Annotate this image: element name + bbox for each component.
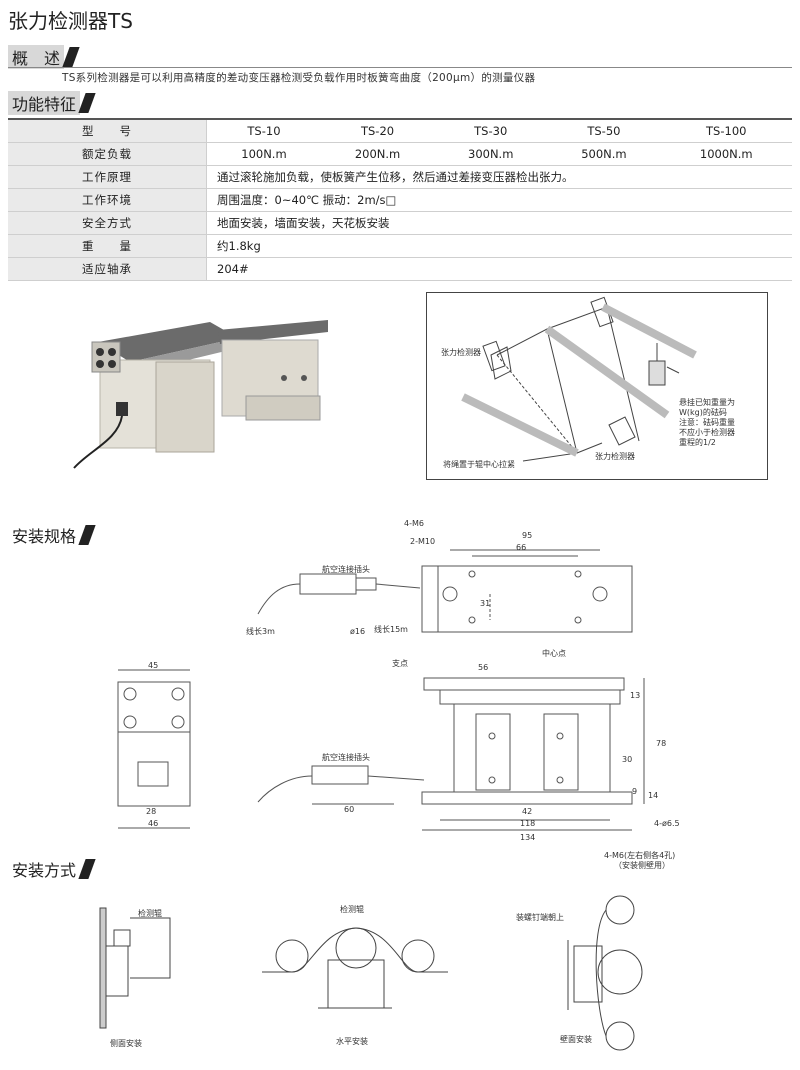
table-row: 适应轴承 204# [8, 257, 792, 281]
table-header-cell: 型 号 [8, 118, 207, 143]
product-photo [73, 320, 328, 469]
table-value-cell: 约1.8kg [206, 234, 792, 258]
table-value-cell: 204# [206, 257, 792, 281]
dim-95: 95 [522, 531, 532, 540]
table-row: 安全方式 地面安装，墙面安装，天花板安装 [8, 211, 792, 235]
dim-30: 30 [622, 755, 632, 764]
table-header-cell: 工作环境 [8, 188, 207, 212]
m6-note: 4-M6(左右侧各4孔) [604, 850, 675, 860]
table-header-cell: 安全方式 [8, 211, 207, 235]
table-header-cell: 额定负载 [8, 142, 207, 166]
horiz-caption: 水平安装 [336, 1036, 368, 1046]
dim-56: 56 [478, 663, 488, 672]
section-install-spec-header: 安装规格 [8, 524, 96, 546]
table-value-cell: 地面安装，墙面安装，天花板安装 [206, 211, 792, 235]
plug-label-front: 航空连接插头 [322, 752, 370, 762]
wall-caption: 壁面安装 [560, 1034, 592, 1044]
section-overview-label: 概 述 [8, 45, 65, 69]
section-marker-icon [62, 47, 80, 67]
detector-label-top: 张力检测器 [441, 347, 481, 357]
plug-label-top: 航空连接插头 [322, 564, 370, 574]
center-point: 中心点 [542, 648, 566, 658]
section-features-label: 功能特征 [8, 91, 81, 115]
holes-note: 4-ø6.5 [654, 819, 680, 828]
weight-note-2: W(kg)的砝码 [679, 407, 727, 417]
support-point: 支点 [392, 658, 408, 668]
dim-4m6: 4-M6 [404, 519, 424, 528]
load-cell: 100N.m [206, 142, 321, 166]
section-overview-header: 概 述 [8, 45, 80, 69]
dim-2m10: 2-M10 [410, 537, 435, 546]
installation-drawings: 检测辊 侧面安装 检测辊 水平安装 装螺钉端朝上 壁面安装 [99, 895, 643, 1051]
weight-note-1: 悬挂已知重量为 [679, 397, 735, 407]
section-install-method-label: 安装方式 [12, 861, 77, 880]
load-cell: 200N.m [320, 142, 435, 166]
detector-label-bottom: 张力检测器 [595, 451, 635, 461]
weight-note-3: 注意：砝码重量 [679, 417, 735, 427]
section-features-header: 功能特征 [8, 91, 96, 115]
dim-78: 78 [656, 739, 666, 748]
dim-60: 60 [344, 805, 354, 814]
dim-14: 14 [648, 791, 658, 800]
dim-66: 66 [516, 543, 526, 552]
table-row: 型 号 TS-10 TS-20 TS-30 TS-50 TS-100 [8, 118, 792, 143]
model-cell: TS-50 [547, 118, 661, 143]
load-cell: 500N.m [547, 142, 661, 166]
weight-note-5: 重程的1/2 [679, 437, 716, 447]
cable-3m: 线长3m [246, 626, 275, 636]
table-row: 工作原理 通过滚轮施加负载，使板簧产生位移，然后通过差接变压器检出张力。 [8, 165, 792, 189]
side-caption: 侧面安装 [110, 1038, 142, 1048]
dim-45: 45 [148, 661, 158, 670]
dim-9: 9 [632, 787, 637, 796]
cable-15m: 线长15m [374, 624, 408, 634]
table-row: 工作环境 周围温度：0~40℃ 振动：2m/s□ [8, 188, 792, 212]
section-install-method-header: 安装方式 [8, 858, 96, 880]
load-cell: 300N.m [434, 142, 548, 166]
model-cell: TS-10 [206, 118, 321, 143]
side-roll-label: 检测辊 [138, 908, 162, 918]
model-cell: TS-100 [660, 118, 792, 143]
section-install-spec-label: 安装规格 [12, 527, 77, 546]
table-header-cell: 重 量 [8, 234, 207, 258]
horiz-roll-label: 检测辊 [340, 904, 364, 914]
page-title: 张力检测器TS [8, 9, 133, 33]
table-header-cell: 适应轴承 [8, 257, 207, 281]
dim-28: 28 [146, 807, 156, 816]
dim-13: 13 [630, 691, 640, 700]
load-cell: 1000N.m [660, 142, 792, 166]
wall-note: 装螺钉端朝上 [516, 912, 564, 922]
table-header-cell: 工作原理 [8, 165, 207, 189]
table-value-cell: 通过滚轮施加负载，使板簧产生位移，然后通过差接变压器检出张力。 [206, 165, 792, 189]
rope-note: 将绳置于辊中心拉紧 [443, 459, 515, 469]
tension-schematic: 张力检测器 张力检测器 将绳置于辊中心拉紧 悬挂已知重量为 W(kg)的砝码 注… [426, 292, 768, 480]
dim-134: 134 [520, 833, 535, 842]
dia-16: ø16 [350, 627, 365, 636]
dim-31: 31 [480, 599, 490, 608]
spec-table: 型 号 TS-10 TS-20 TS-30 TS-50 TS-100 额定负载 … [8, 118, 792, 281]
dim-42: 42 [522, 807, 532, 816]
m6-note-2: （安装侧壁用） [614, 860, 670, 870]
table-row: 额定负载 100N.m 200N.m 300N.m 500N.m 1000N.m [8, 142, 792, 166]
table-value-cell: 周围温度：0~40℃ 振动：2m/s□ [206, 188, 792, 212]
dimension-drawings: 4-M6 2-M10 95 66 31 航空连接插头 线长3m 线长15m ø1… [117, 519, 680, 870]
model-cell: TS-20 [320, 118, 435, 143]
table-row: 重 量 约1.8kg [8, 234, 792, 258]
section-marker-icon [78, 93, 96, 113]
overview-text: TS系列检测器是可以利用高精度的差动变压器检测受负载作用时板簧弯曲度（200μm… [62, 72, 536, 84]
model-cell: TS-30 [434, 118, 548, 143]
dim-46: 46 [148, 819, 158, 828]
weight-note-4: 不应小于检测器 [679, 427, 735, 437]
divider [8, 67, 792, 68]
dim-118: 118 [520, 819, 535, 828]
